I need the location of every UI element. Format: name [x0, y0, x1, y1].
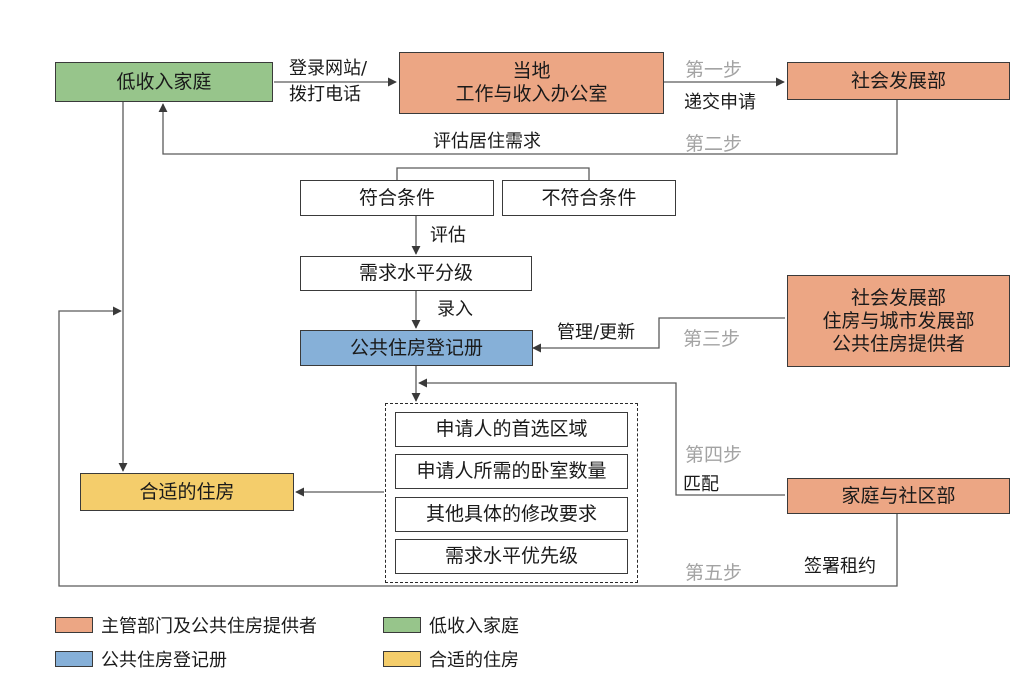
legend-swatch [55, 617, 93, 633]
legend-swatch [383, 617, 421, 633]
edge-match [418, 378, 785, 496]
label-assess-needs: 评估居住需求 [433, 131, 541, 152]
step-3-label: 第三步 [683, 328, 741, 350]
node-local-office-line1: 当地 [512, 60, 551, 82]
node-agencies-line3: 公共住房提供者 [831, 332, 965, 355]
node-suitable-housing: 合适的住房 [80, 473, 294, 511]
step-1-label: 第一步 [685, 59, 743, 81]
edge-step2 [158, 100, 898, 155]
step-2-label: 第二步 [685, 133, 743, 155]
legend-item-low-income: 低收入家庭 [383, 612, 519, 638]
label-login-line1: 登录网站/ [289, 58, 368, 79]
legend-label: 低收入家庭 [429, 616, 519, 637]
legend-item-housing: 合适的住房 [383, 646, 519, 672]
criteria-item-area: 申请人的首选区域 [395, 412, 628, 447]
criteria-group [385, 403, 638, 583]
node-ineligible: 不符合条件 [502, 180, 676, 216]
legend-label: 公共住房登记册 [101, 650, 227, 671]
node-need-level-label: 需求水平分级 [358, 262, 473, 284]
node-social-dev: 社会发展部 [787, 62, 1010, 100]
node-family-community: 家庭与社区部 [787, 478, 1010, 514]
criteria-item-label: 申请人的首选区域 [435, 418, 588, 440]
node-agencies: 社会发展部 住房与城市发展部 公共住房提供者 [787, 275, 1010, 367]
node-social-dev-label: 社会发展部 [850, 69, 946, 92]
node-eligible: 符合条件 [300, 180, 494, 216]
criteria-item-modifications: 其他具体的修改要求 [395, 497, 628, 532]
label-enter: 录入 [437, 299, 473, 320]
legend-item-register: 公共住房登记册 [55, 646, 227, 672]
node-ineligible-label: 不符合条件 [541, 186, 637, 209]
node-suitable-housing-label: 合适的住房 [139, 480, 235, 503]
node-agencies-line2: 住房与城市发展部 [822, 309, 975, 332]
label-manage: 管理/更新 [557, 322, 636, 343]
node-local-office-line2: 工作与收入办公室 [455, 83, 608, 105]
label-match: 匹配 [683, 474, 719, 495]
node-family-community-label: 家庭与社区部 [841, 484, 956, 507]
node-agencies-line1: 社会发展部 [850, 286, 946, 309]
legend-swatch [55, 651, 93, 667]
label-assess: 评估 [430, 225, 466, 246]
step-4-label: 第四步 [685, 444, 743, 466]
edge-branch [396, 167, 590, 180]
node-register: 公共住房登记册 [300, 330, 533, 366]
legend-label: 合适的住房 [429, 650, 519, 671]
label-sign: 签署租约 [804, 556, 876, 577]
legend-swatch [383, 651, 421, 667]
edge-manage [532, 317, 785, 353]
node-register-label: 公共住房登记册 [349, 336, 483, 359]
criteria-item-bedrooms: 申请人所需的卧室数量 [395, 454, 628, 489]
node-eligible-label: 符合条件 [358, 186, 435, 209]
legend-label: 主管部门及公共住房提供者 [101, 616, 317, 637]
node-low-income: 低收入家庭 [55, 62, 273, 102]
node-need-level: 需求水平分级 [300, 256, 532, 291]
criteria-item-label: 需求水平优先级 [444, 545, 578, 567]
criteria-item-label: 其他具体的修改要求 [425, 503, 597, 525]
criteria-item-priority: 需求水平优先级 [395, 539, 628, 574]
step-5-label: 第五步 [685, 562, 743, 584]
label-login-line2: 拨打电话 [289, 84, 361, 105]
edge-sign [58, 306, 898, 587]
criteria-item-label: 申请人所需的卧室数量 [416, 460, 607, 482]
label-submit: 递交申请 [684, 92, 756, 113]
node-local-office: 当地 工作与收入办公室 [399, 52, 664, 114]
node-low-income-label: 低收入家庭 [116, 70, 212, 93]
legend-item-agencies: 主管部门及公共住房提供者 [55, 612, 317, 638]
